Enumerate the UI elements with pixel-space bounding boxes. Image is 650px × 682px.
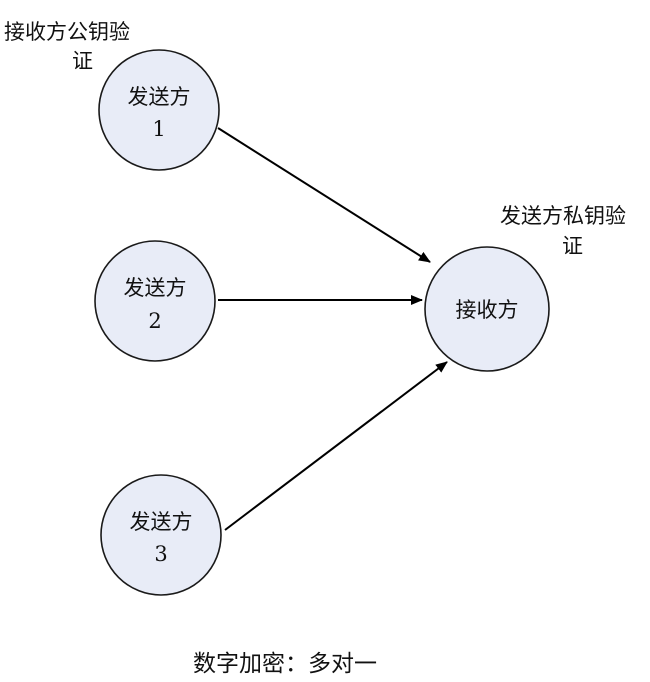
edge-sender1-to-receiver bbox=[217, 127, 431, 263]
note-receiver: 发送方私钥验 证 bbox=[500, 204, 626, 258]
note-top-left: 接收方公钥验 证 bbox=[4, 20, 130, 73]
node-sender-2-label: 发送方 bbox=[124, 276, 187, 300]
note-receiver-line2: 证 bbox=[562, 234, 583, 258]
node-sender-3: 发送方 3 bbox=[100, 474, 222, 596]
node-sender-2: 发送方 2 bbox=[94, 240, 216, 362]
diagram-caption: 数字加密：多对一 bbox=[193, 651, 377, 677]
node-sender-3-label: 发送方 bbox=[130, 510, 193, 534]
note-receiver-line1: 发送方私钥验 bbox=[500, 204, 626, 228]
node-sender-3-number: 3 bbox=[154, 542, 167, 566]
node-sender-3-circle bbox=[100, 474, 222, 596]
node-sender-1-circle bbox=[98, 49, 220, 171]
node-receiver-label: 接收方 bbox=[456, 298, 519, 322]
edge-sender3-to-receiver bbox=[224, 361, 448, 531]
node-sender-1-label: 发送方 bbox=[128, 85, 191, 109]
node-sender-1-number: 1 bbox=[152, 117, 165, 141]
note-top-left-line2: 证 bbox=[72, 49, 93, 73]
node-sender-2-number: 2 bbox=[148, 309, 161, 333]
note-top-left-line1: 接收方公钥验 bbox=[4, 20, 130, 44]
node-receiver-circle bbox=[424, 246, 550, 372]
node-sender-1: 发送方 1 bbox=[98, 49, 220, 171]
node-receiver: 接收方 bbox=[424, 246, 550, 372]
node-sender-2-circle bbox=[94, 240, 216, 362]
